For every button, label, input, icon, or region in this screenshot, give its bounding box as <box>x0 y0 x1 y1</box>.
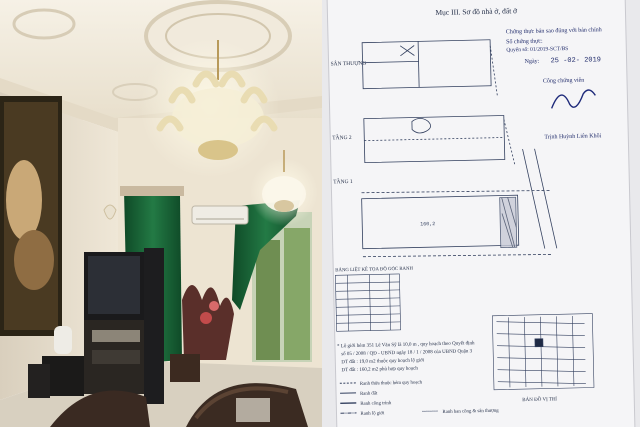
coord-table-title: BẢNG LIỆT KÊ TỌA ĐỘ GÓC RANH <box>335 266 413 274</box>
note-3: DT đất : 19,0 m2 thuộc quy hoạch lộ giới <box>341 358 425 365</box>
section-heading: Mục III. Sơ đồ nhà ở, đất ở <box>435 6 518 17</box>
legend-item-3: Ranh công trình <box>360 401 392 407</box>
document-drawing: Mục III. Sơ đồ nhà ở, đất ở Chứng thực b… <box>326 0 636 427</box>
date-value: 25 -02- 2019 <box>550 56 601 65</box>
legend: Ranh thửa thuộc hẻm quy hoạch Ranh đất R… <box>339 380 499 417</box>
svg-text:160,2: 160,2 <box>420 221 435 227</box>
legend-item-1: Ranh thửa thuộc hẻm quy hoạch <box>360 380 423 386</box>
paper-sheet <box>326 0 636 427</box>
ceiling-rosette-small <box>12 8 76 40</box>
air-conditioner <box>191 205 249 225</box>
location-map <box>492 313 595 391</box>
speaker-tower <box>144 248 164 404</box>
green-curtain-right <box>232 200 300 310</box>
land-plot-document: Mục III. Sơ đồ nhà ở, đất ở Chứng thực b… <box>322 0 640 427</box>
map-label: BẢN ĐỒ VỊ TRÍ <box>522 396 557 403</box>
main-chandelier <box>156 40 278 160</box>
note-1: * Lộ giới hẻm 351 Lê Văn Sỹ là 10,0 m , … <box>337 341 475 349</box>
potted-plants <box>170 285 234 382</box>
floor-label-roof: SÂN THƯỢNG <box>330 59 366 68</box>
certified-line-3: Quyển số: 01/2019-SCT/BS <box>506 45 568 53</box>
note-2: số 05 / 2008 / QĐ - UBND ngày 18 / 1 / 2… <box>341 349 473 357</box>
small-chandelier <box>262 150 306 212</box>
living-room-photo <box>0 0 322 427</box>
legend-item-2: Ranh đất <box>360 391 378 396</box>
roof-plan <box>361 39 498 96</box>
armchair-left <box>50 390 150 427</box>
floor-1-plan <box>361 148 558 258</box>
officer-title: Công chứng viên <box>543 78 584 85</box>
cornice <box>0 78 322 132</box>
legend-item-4: Ranh lộ giới <box>360 411 385 417</box>
certified-line-2: Số chứng thực: <box>506 38 543 46</box>
floor-label-2: TẦNG 2 <box>332 133 352 141</box>
legend-item-5: Ranh ban công & sân thượng <box>442 409 499 415</box>
officer-name: Trịnh Huỳnh Liên Khôi <box>544 133 601 140</box>
floor-label-1: TẦNG 1 <box>333 177 353 185</box>
signature <box>550 89 596 109</box>
date-label: Ngày: <box>525 59 540 65</box>
certified-line-1: Chứng thực bản sao đúng với bản chính <box>506 27 602 35</box>
room-scene <box>0 0 322 427</box>
coord-table <box>335 273 401 332</box>
note-4: DT đất : 160,2 m2 phù hợp quy hoạch <box>341 366 418 373</box>
